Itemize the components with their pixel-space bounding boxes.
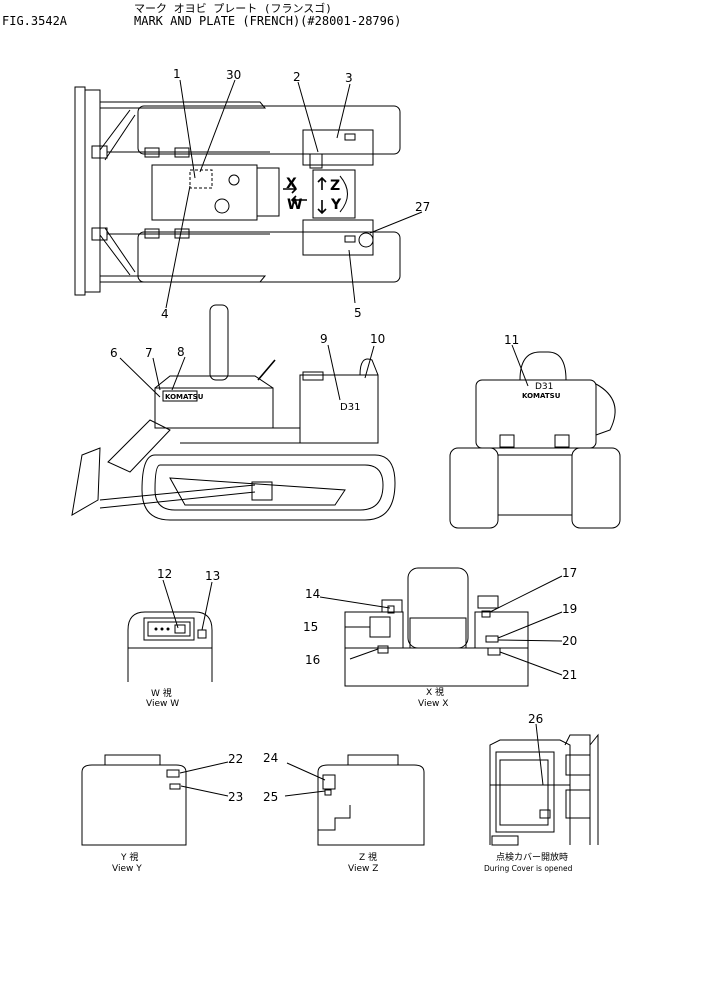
callout-13: 13 <box>205 569 220 583</box>
callout-5: 5 <box>354 306 362 320</box>
rear-view: D31 KOMATSU 11 <box>449 333 621 529</box>
view-x-caption: View X <box>418 699 448 709</box>
callout-6: 6 <box>110 346 118 360</box>
callout-3: 3 <box>345 71 353 85</box>
side-view: KOMATSU D31 6 7 8 9 10 <box>71 304 396 521</box>
callout-17: 17 <box>562 566 577 580</box>
view-w: 12 13 W 視 View W <box>127 567 220 709</box>
view-letter-y: Y <box>330 197 342 213</box>
callout-23: 23 <box>228 790 243 804</box>
view-x: 14 15 16 17 19 20 21 X 視 View X <box>303 566 577 709</box>
view-w-caption: View W <box>146 699 179 709</box>
view-z-caption: View Z <box>348 864 378 874</box>
view-w-jp-caption: W 視 <box>151 687 172 699</box>
view-y: 22 23 Y 視 View Y <box>81 752 243 874</box>
callout-20: 20 <box>562 634 577 648</box>
callout-21: 21 <box>562 668 577 682</box>
callout-22: 22 <box>228 752 243 766</box>
callout-25: 25 <box>263 790 278 804</box>
callout-9: 9 <box>320 332 328 346</box>
callout-12: 12 <box>157 567 172 581</box>
view-z: 24 25 Z 視 View Z <box>263 751 425 874</box>
cover-open-view: 26 点検カバー開放時 During Cover is opened <box>484 712 599 873</box>
callout-11: 11 <box>504 333 519 347</box>
cover-jp-caption: 点検カバー開放時 <box>496 851 568 863</box>
japanese-title: マーク オヨビ プレート (フランスゴ) <box>134 2 332 15</box>
callout-19: 19 <box>562 602 577 616</box>
view-x-jp-caption: X 視 <box>426 686 444 698</box>
callout-15: 15 <box>303 620 318 634</box>
rear-model-decal: D31 <box>535 382 553 392</box>
view-y-jp-caption: Y 視 <box>120 851 138 863</box>
callout-4: 4 <box>161 307 169 321</box>
callout-24: 24 <box>263 751 278 765</box>
callout-7: 7 <box>145 346 153 360</box>
top-view: X W Z Y 1 30 2 3 27 5 4 <box>74 67 430 321</box>
callout-1: 1 <box>173 67 181 81</box>
view-y-caption: View Y <box>112 864 142 874</box>
side-model-decal: D31 <box>340 402 360 413</box>
callout-2: 2 <box>293 70 301 84</box>
callout-10: 10 <box>370 332 385 346</box>
callout-16: 16 <box>305 653 320 667</box>
rear-brand-decal: KOMATSU <box>522 392 561 400</box>
side-brand-decal: KOMATSU <box>165 393 204 401</box>
view-letter-x: X <box>286 176 297 192</box>
page-title: MARK AND PLATE (FRENCH)(#28001-28796) <box>134 14 402 28</box>
callout-26: 26 <box>528 712 543 726</box>
callout-14: 14 <box>305 587 320 601</box>
view-letter-z: Z <box>330 178 340 194</box>
view-letter-w: W <box>287 197 302 213</box>
view-z-jp-caption: Z 視 <box>359 851 377 863</box>
cover-caption: During Cover is opened <box>484 864 573 873</box>
callout-27: 27 <box>415 200 430 214</box>
callout-30: 30 <box>226 68 241 82</box>
callout-8: 8 <box>177 345 185 359</box>
figure-number: FIG.3542A <box>2 14 68 28</box>
